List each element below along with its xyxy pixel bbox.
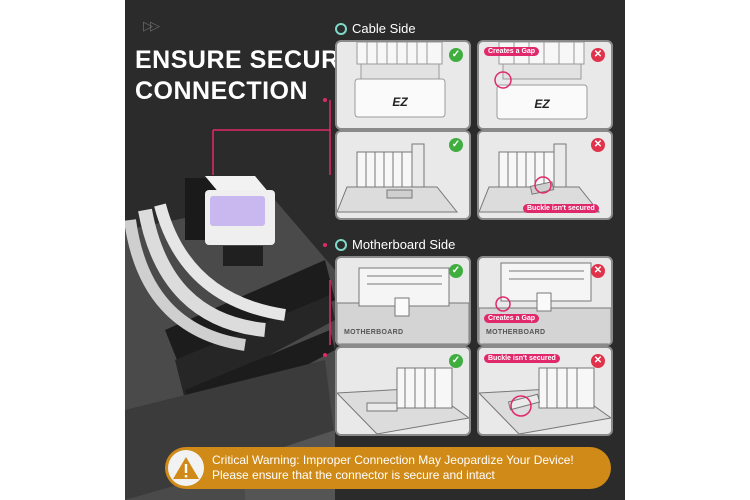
buckle-warning-tag: Buckle isn't secured — [484, 354, 560, 363]
cross-icon: ✕ — [591, 354, 605, 368]
page-title: ENSURE SECURE CONNECTION — [135, 45, 357, 107]
buckle-warning-tag: Buckle isn't secured — [523, 204, 599, 213]
motherboard-label: MOTHERBOARD — [486, 329, 546, 336]
motherboard-side-text: Motherboard Side — [352, 237, 456, 252]
critical-warning-banner: Critical Warning: Improper Connection Ma… — [165, 447, 611, 489]
cable-side-gap-card: EZ Creates a Gap ✕ — [477, 40, 613, 130]
cross-icon: ✕ — [591, 138, 605, 152]
cable-side-correct-card: EZ ✓ — [335, 40, 471, 130]
motherboard-correct-card: MOTHERBOARD ✓ — [335, 256, 471, 346]
warning-line-2: Please ensure that the connector is secu… — [212, 468, 495, 482]
product-image-panel: ▷▷ ENSURE SECURE CONNECTION Cable Side M… — [125, 0, 625, 500]
cable-buckle-correct-card: ✓ — [335, 130, 471, 220]
cable-side-label: Cable Side — [335, 21, 416, 36]
motherboard-gap-card: Creates a Gap MOTHERBOARD ✕ — [477, 256, 613, 346]
warning-text: Critical Warning: Improper Connection Ma… — [212, 453, 574, 483]
check-icon: ✓ — [449, 138, 463, 152]
motherboard-buckle-correct-card: ✓ — [335, 346, 471, 436]
play-icon: ▷▷ — [143, 18, 160, 33]
cable-side-text: Cable Side — [352, 21, 416, 36]
motherboard-side-label: Motherboard Side — [335, 237, 455, 252]
target-ring-icon — [335, 238, 347, 251]
check-icon: ✓ — [449, 354, 463, 368]
title-line-1: ENSURE SECURE — [135, 46, 357, 74]
cable-buckle-bad-card: Buckle isn't secured ✕ — [477, 130, 613, 220]
target-ring-icon — [335, 22, 347, 35]
warning-icon — [173, 457, 199, 479]
motherboard-label: MOTHERBOARD — [344, 329, 404, 336]
motherboard-buckle-bad-card: Buckle isn't secured ✕ — [477, 346, 613, 436]
gap-warning-tag: Creates a Gap — [484, 314, 540, 323]
title-line-2: CONNECTION — [135, 77, 309, 105]
check-icon: ✓ — [449, 264, 463, 278]
ez-logo-text: EZ — [534, 97, 550, 111]
warning-line-1: Critical Warning: Improper Connection Ma… — [212, 453, 574, 467]
cross-icon: ✕ — [591, 264, 605, 278]
ez-logo-text: EZ — [392, 95, 408, 109]
gap-warning-tag: Creates a Gap — [484, 47, 540, 56]
warning-icon-circle — [168, 450, 204, 486]
check-icon: ✓ — [449, 48, 463, 62]
cross-icon: ✕ — [591, 48, 605, 62]
